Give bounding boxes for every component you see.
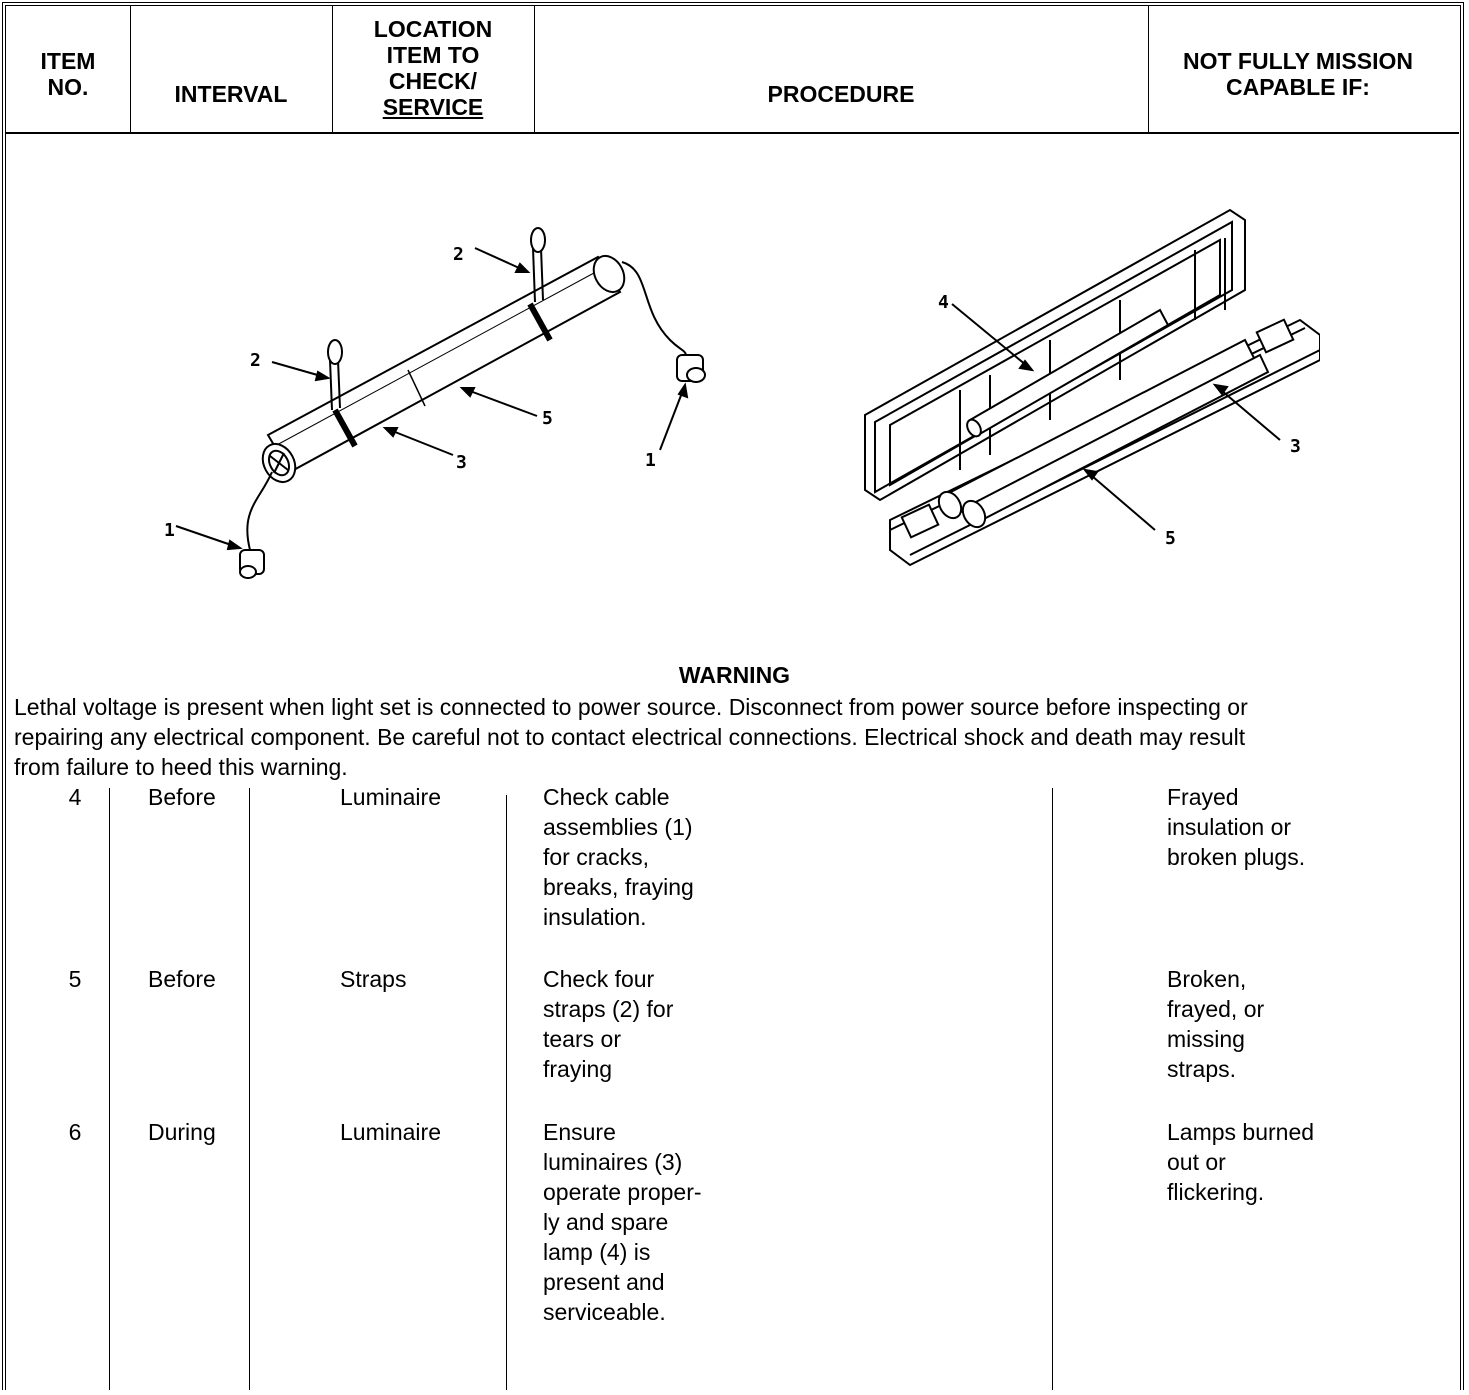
row-4-item: 4 xyxy=(68,784,82,810)
procedure-line: Ensure xyxy=(543,1119,616,1145)
callout-1-right: 1 xyxy=(645,450,656,471)
callout-5: 5 xyxy=(542,408,553,429)
nmc-line: insulation or xyxy=(1167,814,1292,840)
row-4-nmc: Frayed insulation or broken plugs. xyxy=(1167,782,1305,872)
procedure-line: tears or xyxy=(543,1026,621,1052)
header-divider xyxy=(332,6,333,134)
nmc-line: Frayed xyxy=(1167,784,1239,810)
procedure-line: assemblies (1) xyxy=(543,814,693,840)
case-illustration: 4 3 5 xyxy=(864,208,1320,567)
body-divider xyxy=(1052,788,1053,1390)
header-location-line: SERVICE xyxy=(382,94,484,120)
procedure-line: Check four xyxy=(543,966,655,992)
nmc-line: Broken, xyxy=(1167,966,1247,992)
warning-line: from failure to heed this warning. xyxy=(14,754,348,780)
procedure-line: breaks, fraying xyxy=(543,874,694,900)
row-4-location: Luminaire xyxy=(340,784,441,810)
luminaire-illustration: 2 2 5 3 1 1 xyxy=(164,227,706,579)
body-divider xyxy=(109,788,110,1390)
header-location-line: LOCATION xyxy=(373,16,493,42)
procedure-line: present and xyxy=(543,1269,665,1295)
row-5-interval: Before xyxy=(148,966,216,992)
warning-line: repairing any electrical component. Be c… xyxy=(14,724,1246,750)
body-divider xyxy=(249,788,250,1390)
header-interval: INTERVAL xyxy=(174,81,288,107)
body-divider xyxy=(506,795,507,1390)
header-nmc: NOT FULLY MISSION CAPABLE IF: xyxy=(1150,48,1446,100)
callout-2-left: 2 xyxy=(250,350,261,371)
procedure-line: luminaires (3) xyxy=(543,1149,683,1175)
callout-5-case: 5 xyxy=(1165,528,1176,549)
header-location-line: ITEM TO xyxy=(386,42,480,68)
procedure-line: serviceable. xyxy=(543,1299,666,1325)
header-nmc-line: CAPABLE IF: xyxy=(1226,74,1370,100)
callout-2-top: 2 xyxy=(453,244,464,265)
header-item-no: ITEM NO. xyxy=(10,48,126,100)
nmc-line: out or xyxy=(1167,1149,1226,1175)
row-6-procedure: Ensure luminaires (3) operate proper- ly… xyxy=(543,1117,702,1327)
nmc-line: Lamps burned xyxy=(1167,1119,1315,1145)
procedure-line: ly and spare xyxy=(543,1209,669,1235)
procedure-line: insulation. xyxy=(543,904,647,930)
row-4-interval: Before xyxy=(148,784,216,810)
header-divider xyxy=(1148,6,1149,134)
nmc-line: missing xyxy=(1167,1026,1245,1052)
callout-4: 4 xyxy=(938,292,949,313)
warning-text: Lethal voltage is present when light set… xyxy=(14,692,1464,782)
header-location: LOCATION ITEM TO CHECK/ SERVICE xyxy=(334,16,532,120)
procedure-line: lamp (4) is xyxy=(543,1239,651,1265)
warning-line: Lethal voltage is present when light set… xyxy=(14,694,1248,720)
header-rule xyxy=(6,132,1459,134)
header-divider xyxy=(534,6,535,134)
row-6-item: 6 xyxy=(68,1119,82,1145)
header-divider xyxy=(130,6,131,134)
callout-3: 3 xyxy=(456,452,467,473)
procedure-line: straps (2) for xyxy=(543,996,674,1022)
procedure-line: operate proper- xyxy=(543,1179,702,1205)
header-nmc-line: NOT FULLY MISSION xyxy=(1182,48,1414,74)
nmc-line: flickering. xyxy=(1167,1179,1265,1205)
row-5-nmc: Broken, frayed, or missing straps. xyxy=(1167,964,1264,1084)
procedure-line: for cracks, xyxy=(543,844,650,870)
procedure-line: fraying xyxy=(543,1056,613,1082)
nmc-line: straps. xyxy=(1167,1056,1237,1082)
callout-1-left: 1 xyxy=(164,520,175,541)
callout-3-case: 3 xyxy=(1290,436,1301,457)
warning-title: WARNING xyxy=(678,662,791,688)
procedure-line: Check cable xyxy=(543,784,670,810)
row-5-item: 5 xyxy=(68,966,82,992)
header-procedure: PROCEDURE xyxy=(767,81,915,107)
row-5-procedure: Check four straps (2) for tears or frayi… xyxy=(543,964,673,1084)
nmc-line: frayed, or xyxy=(1167,996,1265,1022)
nmc-line: broken plugs. xyxy=(1167,844,1306,870)
row-5-location: Straps xyxy=(340,966,407,992)
row-4-procedure: Check cable assemblies (1) for cracks, b… xyxy=(543,782,694,932)
header-location-line: CHECK/ xyxy=(388,68,478,94)
header-item-no-line: ITEM xyxy=(40,48,96,74)
row-6-location: Luminaire xyxy=(340,1119,441,1145)
row-6-interval: During xyxy=(148,1119,216,1145)
row-6-nmc: Lamps burned out or flickering. xyxy=(1167,1117,1314,1207)
header-item-no-line: NO. xyxy=(47,74,89,100)
